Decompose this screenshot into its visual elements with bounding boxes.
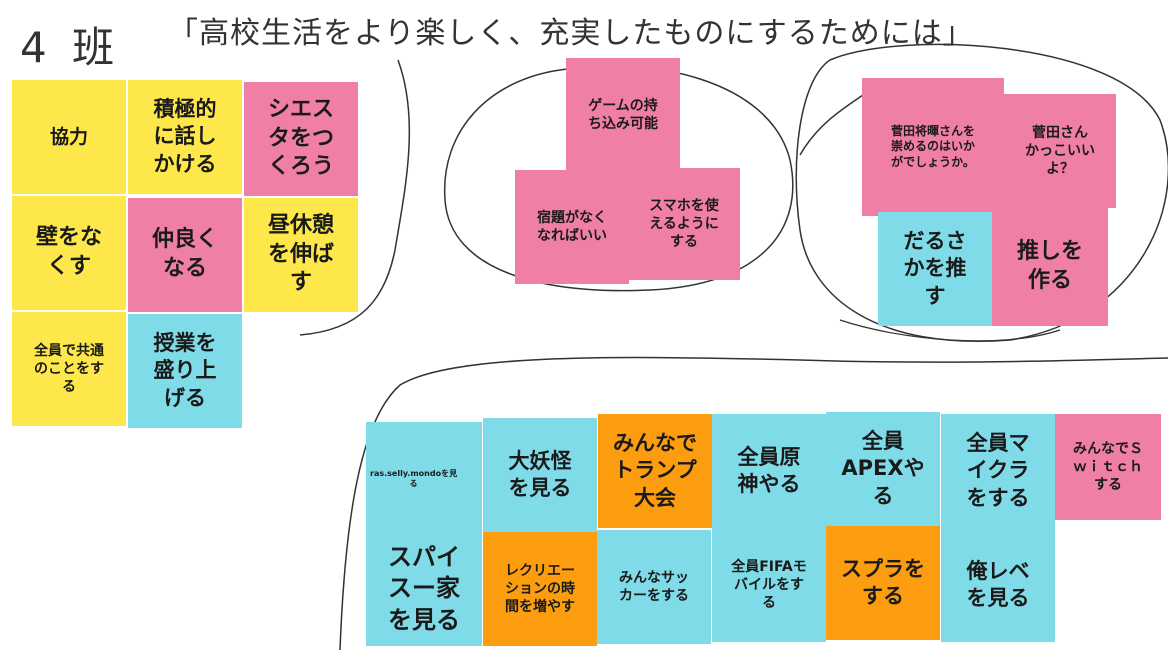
sticky-note-sumaho[interactable]: スマホを使 えるように する bbox=[628, 168, 740, 280]
sticky-note-kyoutsuu[interactable]: 全員で共通 のことをす る bbox=[12, 312, 126, 426]
group-label: 4 班 bbox=[20, 23, 121, 72]
center-circle-stroke bbox=[443, 65, 794, 292]
sticky-note-sekkyokuteki[interactable]: 積極的 に話し かける bbox=[128, 80, 242, 194]
sticky-note-nakayoku[interactable]: 仲良く なる bbox=[128, 198, 242, 312]
bottom-region-stroke bbox=[339, 356, 1168, 651]
sticky-note-kabe[interactable]: 壁をな くす bbox=[12, 196, 126, 310]
board-title: 「高校生活をより楽しく、充実したものにするためには」 bbox=[168, 16, 974, 51]
sticky-note-genshin[interactable]: 全員原 神やる bbox=[712, 414, 826, 528]
sticky-note-ras[interactable]: ras.selly.mondoを見 る bbox=[366, 422, 482, 536]
sticky-note-switch[interactable]: みんなでＳ ｗｉｔｃｈ する bbox=[1055, 414, 1161, 520]
sticky-note-splatoon[interactable]: スプラを する bbox=[826, 526, 940, 640]
sticky-note-spyfamily[interactable]: スパイ スー家 を見る bbox=[366, 532, 482, 646]
sticky-note-maikura[interactable]: 全員マ イクラ をする bbox=[941, 414, 1055, 528]
sticky-note-suda-kakkoii[interactable]: 菅田さん かっこいい よ？ bbox=[1004, 94, 1116, 208]
sticky-note-trump[interactable]: みんなで トランプ 大会 bbox=[598, 414, 712, 528]
sticky-note-kyouryoku[interactable]: 協力 bbox=[12, 80, 126, 194]
sticky-note-game[interactable]: ゲームの持 ち込み可能 bbox=[566, 58, 680, 172]
sticky-note-daiyoukai[interactable]: 大妖怪 を見る bbox=[483, 418, 597, 532]
sticky-note-jugyou[interactable]: 授業を 盛り上 げる bbox=[128, 314, 242, 428]
left-divider-stroke bbox=[299, 59, 411, 336]
sticky-note-hiruyasumi[interactable]: 昼休憩 を伸ば す bbox=[244, 198, 358, 312]
right-circle-stroke-extra bbox=[839, 319, 1061, 342]
sticky-note-suda-agame[interactable]: 菅田将暉さんを 崇めるのはいか がでしょうか。 bbox=[862, 78, 1004, 216]
sticky-note-fifa[interactable]: 全員FIFAモ バイルをす る bbox=[712, 528, 826, 642]
sticky-note-soccer[interactable]: みんなサッ カーをする bbox=[597, 530, 711, 644]
sticky-note-shukudai[interactable]: 宿題がなく なればいい bbox=[515, 170, 629, 284]
sticky-note-oshi[interactable]: 推しを 作る bbox=[992, 208, 1108, 326]
sticky-note-darusaka[interactable]: だるさ かを推 す bbox=[878, 212, 992, 326]
sticky-note-orereve[interactable]: 俺レベ を見る bbox=[941, 528, 1055, 642]
sticky-note-recreation[interactable]: レクリエー ションの時 間を増やす bbox=[483, 532, 597, 646]
sticky-note-apex[interactable]: 全員 APEXや る bbox=[826, 412, 940, 526]
sticky-note-siesta[interactable]: シエス タをつ くろう bbox=[244, 82, 358, 196]
